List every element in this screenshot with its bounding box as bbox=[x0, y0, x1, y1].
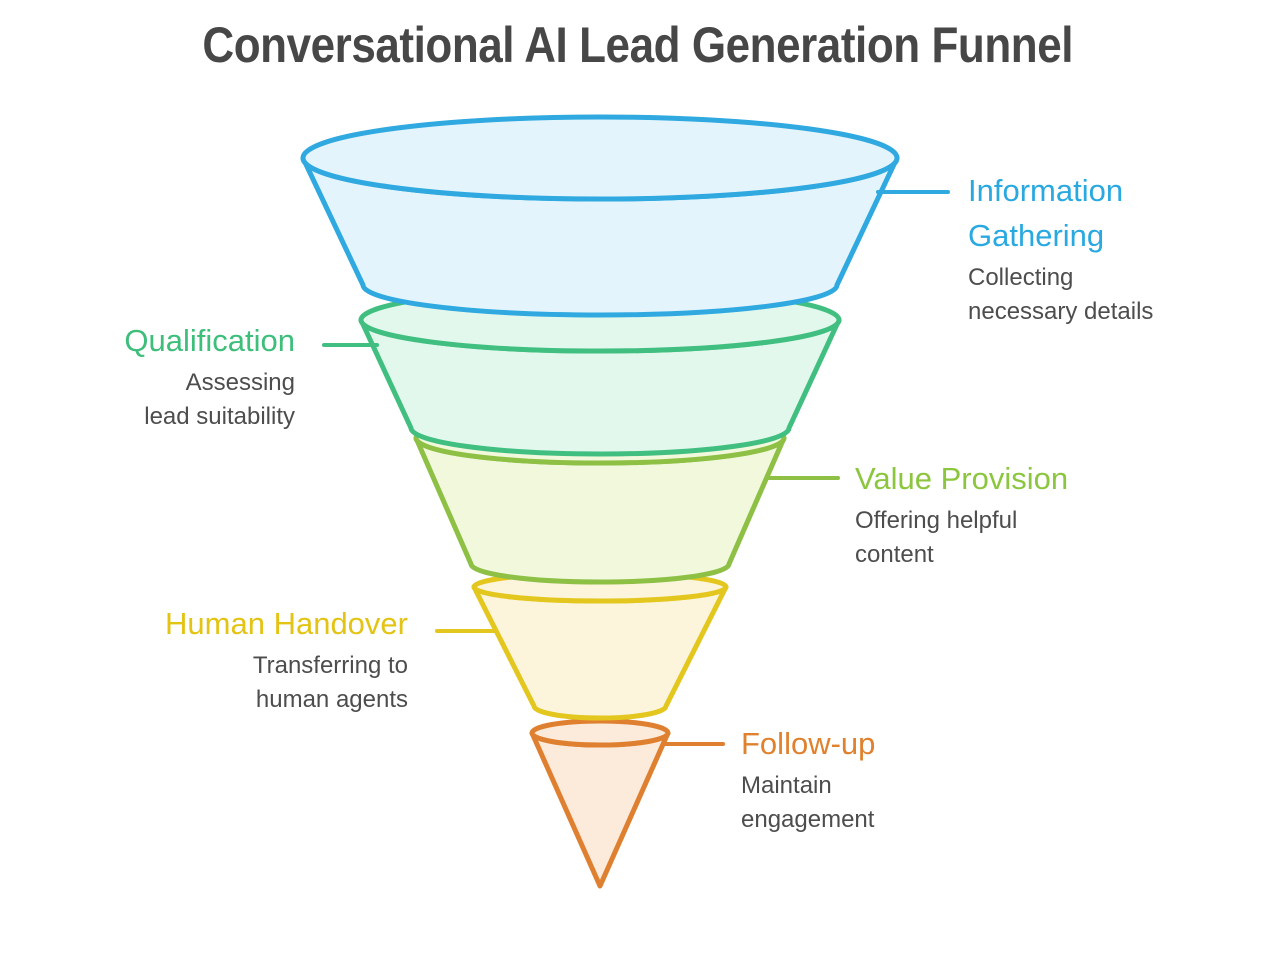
stage-name-human-handover: Human Handover bbox=[165, 606, 408, 641]
funnel-stage-human-handover-body bbox=[471, 584, 729, 721]
stage-description-follow-up: Maintain engagement bbox=[741, 772, 875, 833]
stage-name-value-provision: Value Provision bbox=[855, 461, 1069, 496]
stage-description-information-gathering: Collecting necessary details bbox=[968, 264, 1154, 325]
stage-description-value-provision: Offering helpful content bbox=[855, 507, 1018, 568]
stage-description-human-handover: Transferring to human agents bbox=[252, 652, 408, 713]
funnel-stage-follow-up-rim bbox=[529, 718, 671, 748]
funnel-stage-information-gathering-rim bbox=[300, 114, 900, 202]
stage-name-follow-up: Follow-up bbox=[741, 726, 876, 761]
funnel-stage-information-gathering bbox=[300, 114, 900, 318]
funnel-stage-follow-up-body bbox=[529, 730, 671, 889]
stage-name-qualification: Qualification bbox=[124, 323, 295, 358]
funnel-stage-human-handover bbox=[471, 570, 729, 721]
stage-name-information-gathering: Information Gathering bbox=[968, 173, 1124, 253]
page-title: Conversational AI Lead Generation Funnel bbox=[0, 16, 1276, 74]
funnel-stage-follow-up bbox=[529, 718, 671, 889]
page-title-text: Conversational AI Lead Generation Funnel bbox=[202, 17, 1074, 73]
stage-description-qualification: Assessing lead suitability bbox=[144, 369, 295, 430]
